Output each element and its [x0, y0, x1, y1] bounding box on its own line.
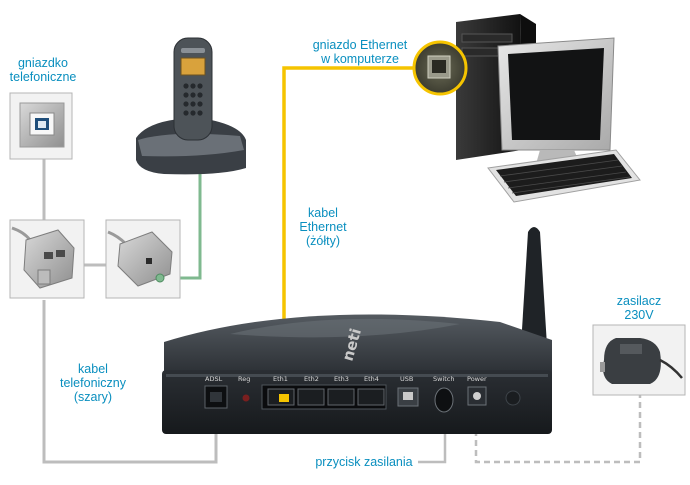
phone-cable-label-line3: (szary) [73, 390, 113, 404]
port-label-power: Power [467, 375, 487, 383]
power-adapter-label-line2: 230V [624, 308, 654, 322]
port-label-switch: Switch [433, 375, 455, 383]
port-label-eth1: Eth1 [273, 375, 288, 383]
port-label-usb: USB [400, 375, 413, 383]
wall-socket-icon [9, 92, 73, 160]
eth3-port[interactable] [327, 388, 355, 406]
wall-socket-label: gniazdko telefoniczne [6, 56, 80, 84]
eth4-port[interactable] [357, 388, 385, 406]
port-label-eth2: Eth2 [304, 375, 319, 383]
ethernet-cable [282, 66, 424, 398]
keyboard-icon [487, 149, 641, 203]
port-label-eth4: Eth4 [364, 375, 379, 383]
reg-led [242, 394, 250, 402]
port-label-reg: Reg [238, 375, 250, 383]
microfilter-icon [105, 219, 181, 299]
ethernet-socket-zoom [412, 40, 468, 96]
ethernet-socket-label-line1: gniazdo Ethernet [312, 38, 408, 52]
power-adapter-label-line1: zasilacz [616, 294, 662, 308]
port-label-adsl: ADSL [205, 375, 223, 383]
port-label-eth3: Eth3 [334, 375, 349, 383]
phone-cable-label: kabel telefoniczny (szary) [50, 362, 136, 404]
power-button-label: przycisk zasilania [315, 455, 413, 469]
desktop-computer-icon [412, 14, 641, 203]
eth2-port[interactable] [297, 388, 325, 406]
ethernet-cable-label: kabel Ethernet (żółty) [288, 206, 358, 248]
phone-cable-label-line2: telefoniczny [59, 376, 126, 390]
ethernet-cable-label-line1: kabel [308, 206, 338, 220]
phone-cable-label-line1: kabel [78, 362, 108, 376]
cordless-phone-icon [136, 37, 246, 175]
ethernet-socket-label: gniazdo Ethernet w komputerze [300, 38, 420, 66]
wall-socket-label-line1: gniazdko [17, 56, 69, 70]
power-switch[interactable] [434, 387, 454, 413]
power-adapter-icon [592, 324, 686, 396]
ethernet-socket-label-line2: w komputerze [321, 52, 399, 66]
ethernet-cable-label-line2: Ethernet [299, 220, 347, 234]
splitter-icon [9, 219, 85, 299]
wall-socket-label-line2: telefoniczne [9, 70, 77, 84]
ethernet-cable-label-line3: (żółty) [305, 234, 341, 248]
power-adapter-label: zasilacz 230V [604, 294, 674, 322]
router-icon: neti ADSL Reg Eth1 Eth2 Eth3 Eth4 USB Sw… [162, 314, 552, 434]
